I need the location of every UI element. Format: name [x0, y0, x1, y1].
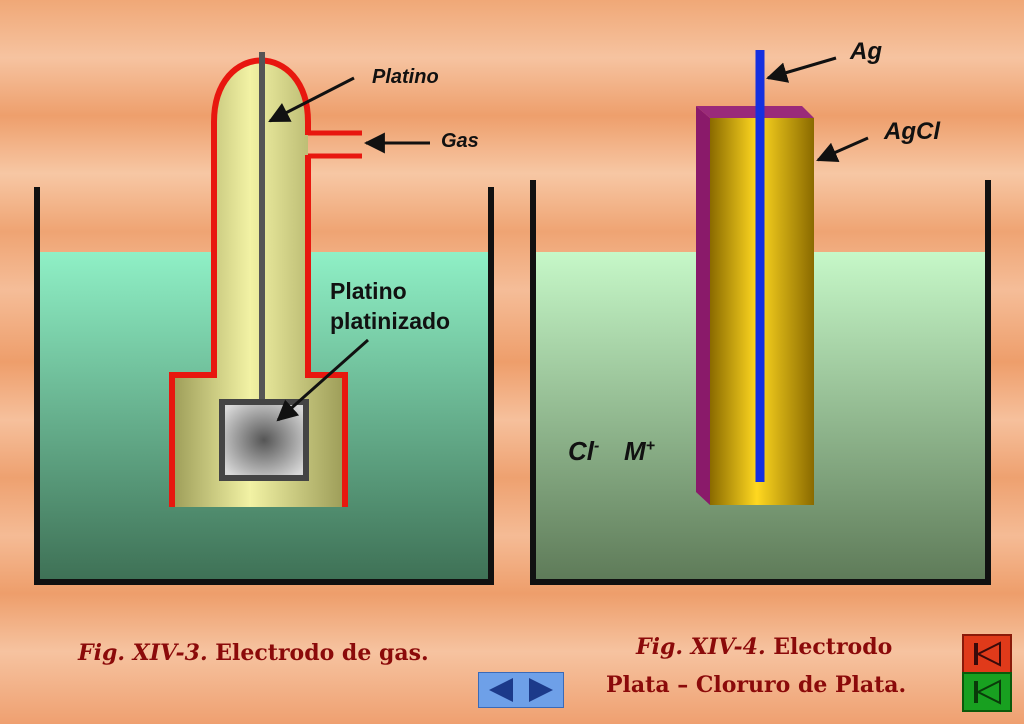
arrow-ag [765, 56, 837, 83]
left-beaker-wall [34, 187, 494, 585]
right-beaker-wall [530, 180, 991, 585]
label-agcl: AgCl [884, 118, 940, 145]
arrow-platino [268, 76, 355, 123]
caption-left-text: Electrodo de gas. [207, 640, 429, 666]
caption-left: Fig. XIV-3. Electrodo de gas. [78, 640, 429, 666]
label-platino: Platino [372, 66, 439, 88]
label-m-charge: + [645, 437, 656, 455]
label-metal-ion: M+ [624, 436, 655, 467]
label-gas: Gas [441, 130, 479, 152]
caption-right-text-1: Electrodo [765, 634, 893, 660]
label-ag: Ag [850, 38, 882, 65]
arrow-agcl [816, 136, 869, 162]
triangle-right-icon[interactable] [529, 678, 553, 702]
label-platino-platinizado-1: Platino [330, 278, 407, 304]
caption-right-line1: Fig. XIV-4. Electrodo [636, 634, 892, 660]
triangle-left-icon[interactable] [489, 678, 513, 702]
silver-chloride-electrode [696, 50, 814, 505]
caption-right-fig: Fig. XIV-4. [636, 634, 766, 660]
caption-left-fig: Fig. XIV-3. [78, 640, 208, 666]
label-chloride-ion: Cl- [568, 436, 599, 467]
first-slide-button[interactable] [962, 634, 1012, 674]
label-arrows [268, 56, 869, 422]
label-m: M [624, 436, 646, 466]
skip-first-icon [975, 641, 1001, 667]
agcl-top-face [696, 106, 814, 118]
caption-right-line2: Plata – Cloruro de Plata. [606, 672, 907, 698]
platinized-platinum-plate [219, 399, 309, 481]
last-slide-button[interactable] [962, 672, 1012, 712]
skip-last-icon [975, 679, 1001, 705]
label-cl: Cl [568, 436, 594, 466]
agcl-side-face [696, 106, 710, 505]
label-cl-charge: - [594, 437, 600, 455]
prev-next-nav [478, 672, 564, 708]
arrow-platinizado [276, 338, 369, 422]
label-platino-platinizado-2: platinizado [330, 308, 451, 334]
